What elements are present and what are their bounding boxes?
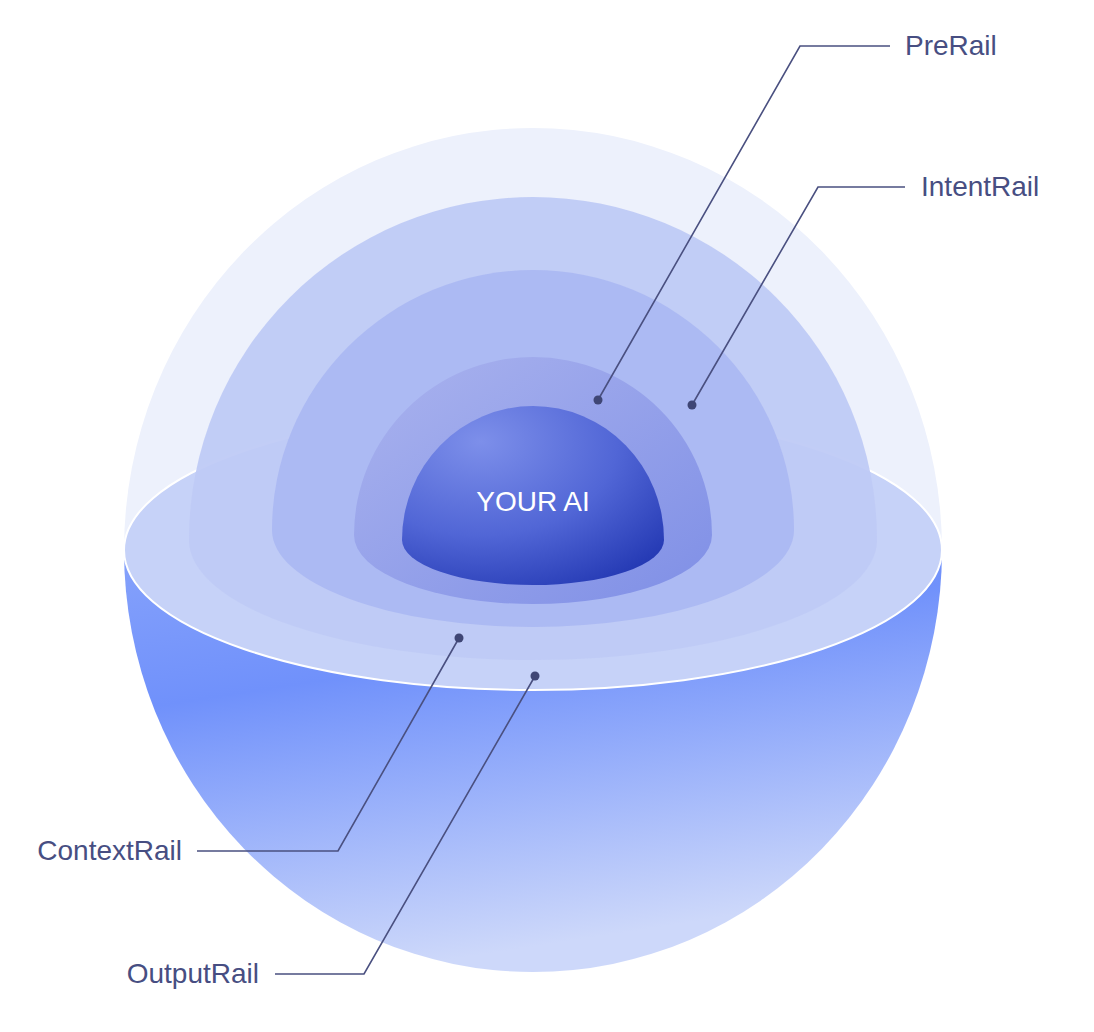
rail-label: OutputRail — [127, 957, 259, 991]
pre-layer — [354, 357, 712, 604]
leader-lines — [197, 46, 905, 974]
intent-layer — [189, 197, 877, 660]
context-layer — [272, 270, 794, 627]
core-dome: YOUR AI — [402, 406, 664, 588]
node-label: YOUR AI — [402, 484, 664, 520]
rail-label: IntentRail — [921, 170, 1039, 204]
rail-label: PreRail — [905, 29, 997, 63]
rail-label: ContextRail — [37, 834, 182, 868]
